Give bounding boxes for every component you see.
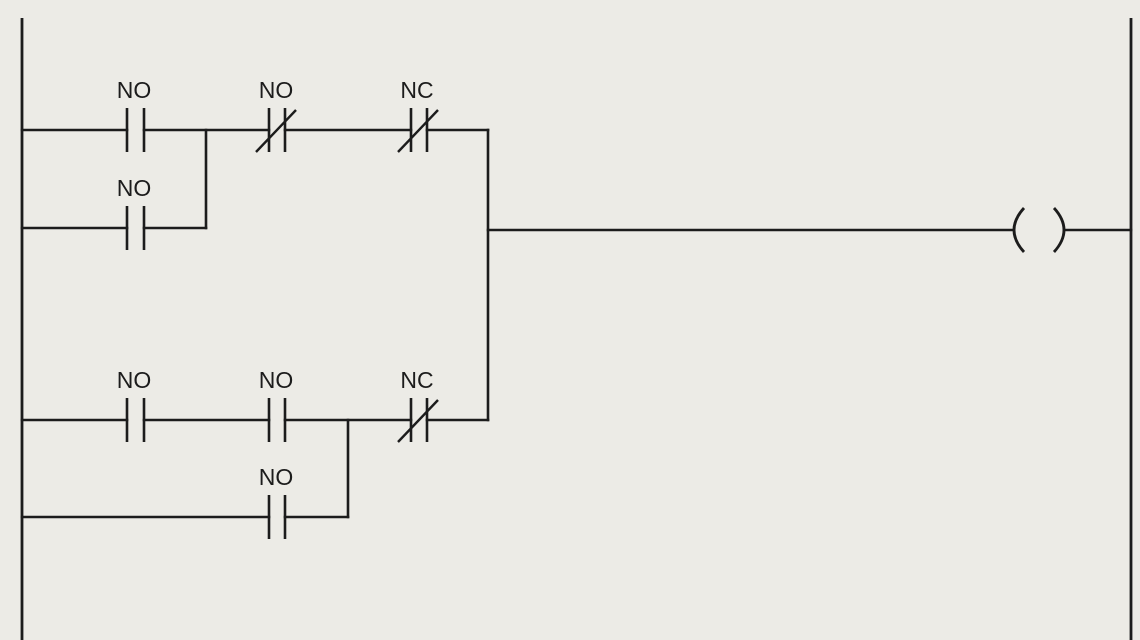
nc-contact: NC	[397, 77, 439, 153]
no-contact: NO	[117, 367, 152, 442]
contact-label: NO	[117, 367, 152, 393]
no-contact: NO	[259, 464, 294, 539]
nc-contact: NC	[397, 367, 439, 443]
output-coil	[1012, 207, 1066, 253]
no-contact: NO	[117, 77, 152, 152]
rung-2: NO NO NC NO	[20, 367, 490, 539]
contact-slash	[397, 399, 439, 443]
no-contact: NO	[259, 367, 294, 442]
contact-label: NO	[259, 367, 294, 393]
contact-label: NO	[259, 464, 294, 490]
contact-label: NC	[400, 77, 433, 103]
rung-1: NO NO NC NO	[20, 77, 490, 250]
contact-label: NO	[259, 77, 294, 103]
contact-label: NO	[117, 175, 152, 201]
contact-label: NC	[400, 367, 433, 393]
nc-contact: NO	[255, 77, 297, 153]
contact-slash	[397, 109, 439, 153]
contact-slash	[255, 109, 297, 153]
contact-label: NO	[117, 77, 152, 103]
no-contact: NO	[117, 175, 152, 250]
